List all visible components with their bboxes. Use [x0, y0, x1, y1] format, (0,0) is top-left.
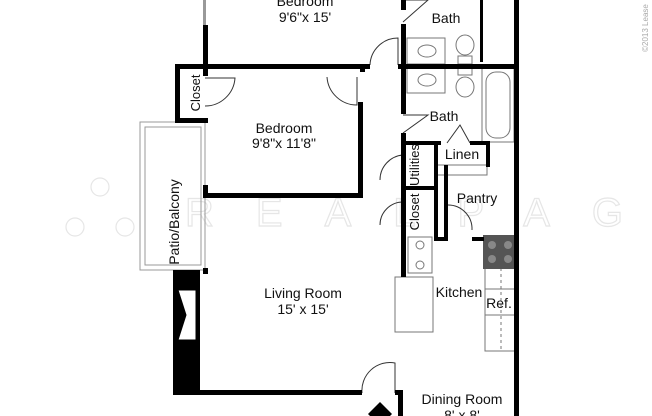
patio-label: Patio/Balcony — [166, 179, 182, 265]
closet-hall-label: Closet — [407, 193, 422, 230]
stove-burners — [488, 241, 512, 263]
bedroom-top-size: 9'6"x 15' — [279, 9, 331, 25]
bath-top-label: Bath — [432, 10, 461, 26]
living-room-name: Living Room — [264, 285, 342, 301]
stove — [483, 235, 517, 269]
linen-label: Linen — [445, 146, 479, 162]
bedroom-name: Bedroom — [256, 120, 313, 136]
living-room-size: 15' x 15' — [277, 301, 328, 317]
fireplace-hearth — [177, 289, 197, 341]
bedroom-size: 9'8"x 11'8" — [252, 135, 316, 151]
bedroom-top-name: Bedroom — [277, 0, 334, 9]
kitchen-label: Kitchen — [436, 284, 483, 300]
fixtures — [394, 34, 518, 352]
bath-label: Bath — [430, 108, 459, 124]
pantry-label: Pantry — [457, 190, 497, 206]
ref-label: Ref. — [486, 295, 512, 311]
closet-bedroom-label: Closet — [188, 74, 203, 111]
dining-room-size: 8' x 8' — [444, 407, 480, 416]
copyright: ©2013 Lease — [641, 4, 650, 52]
utilities-label: Utilities — [407, 144, 422, 186]
dining-room-name: Dining Room — [422, 391, 503, 407]
